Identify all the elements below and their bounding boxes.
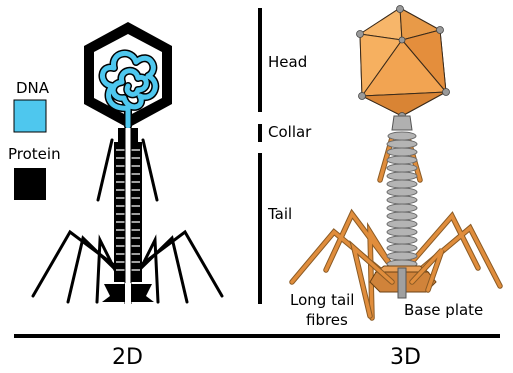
collar-3d (392, 116, 412, 130)
caption-3d: 3D (390, 346, 421, 370)
caption-2d: 2D (112, 346, 143, 370)
collar-label: Collar (268, 124, 311, 141)
dna-swatch (14, 100, 46, 132)
head-label: Head (268, 54, 307, 71)
head-capsid-3d (360, 8, 446, 116)
tail-label: Tail (268, 206, 292, 223)
tail-sheath-3d (387, 132, 417, 268)
phage-3d (292, 6, 500, 319)
dna-legend-label: DNA (16, 80, 49, 97)
phage-2d (33, 22, 222, 305)
protein-swatch (14, 168, 46, 200)
tail-tube-2d (125, 128, 131, 304)
protein-legend-label: Protein (8, 146, 61, 163)
base-plate-label: Base plate (404, 302, 483, 319)
long-tail-fibres-label-line1: Long tail (290, 292, 354, 309)
long-tail-fibres-label-line2: fibres (306, 312, 348, 329)
